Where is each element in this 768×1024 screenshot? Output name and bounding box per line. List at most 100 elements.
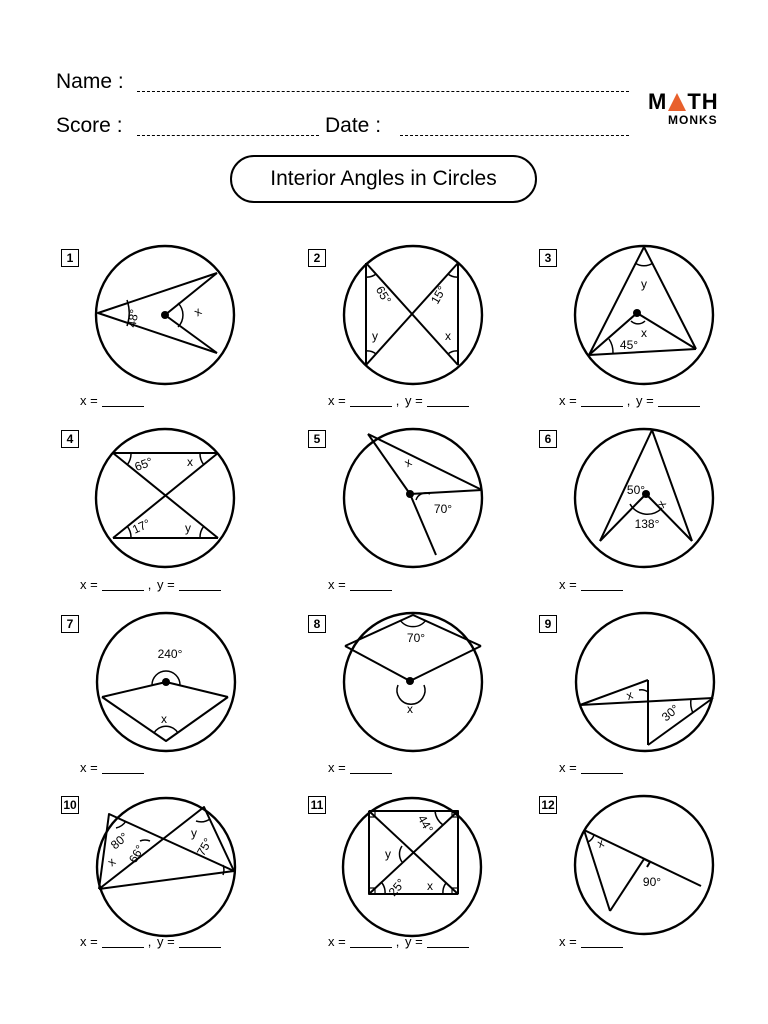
answer-x-blank[interactable] [101, 590, 144, 591]
answer-x-blank[interactable] [101, 947, 144, 948]
circle-figure-5: x 70° [342, 427, 484, 569]
circle-figure-3: y x 45° [573, 244, 715, 386]
name-field[interactable] [137, 91, 629, 92]
answer-y-label: y = [635, 393, 654, 408]
answer-x-label: x = [559, 393, 577, 408]
answer-x-label: x = [328, 577, 346, 592]
answer-row-9: x = [559, 760, 627, 775]
angle-label: x [595, 836, 605, 851]
angle-label: 90° [643, 875, 661, 889]
answer-x-label: x = [80, 934, 98, 949]
angle-label: 30° [659, 702, 682, 725]
answer-x-blank[interactable] [349, 590, 392, 591]
circle-figure-4: 65° x 17° y [94, 427, 236, 569]
answer-x-label: x = [80, 577, 98, 592]
problem-number-11: 11 [308, 796, 326, 814]
angle-label: x [402, 455, 414, 470]
answer-separator: , [626, 393, 631, 408]
answer-row-3: x =, y = [559, 393, 704, 408]
answer-row-11: x =, y = [328, 934, 473, 949]
angle-label: 25° [386, 876, 409, 899]
answer-y-label: y = [404, 934, 423, 949]
answer-row-8: x = [328, 760, 396, 775]
answer-y-blank[interactable] [178, 947, 221, 948]
angle-label: 240° [158, 647, 183, 661]
answer-y-blank[interactable] [657, 406, 700, 407]
answer-x-blank[interactable] [580, 773, 623, 774]
answer-x-blank[interactable] [580, 406, 623, 407]
problem-number-8: 8 [308, 615, 326, 633]
answer-x-label: x = [328, 760, 346, 775]
angle-label: y [191, 826, 197, 840]
logo-text-monks: MONKS [668, 113, 718, 127]
angle-label: 80° [108, 830, 131, 853]
angle-label: 44° [415, 813, 436, 836]
answer-x-blank[interactable] [580, 947, 623, 948]
angle-label: x [191, 304, 204, 319]
angle-label: x [187, 455, 193, 469]
circle-figure-9: x 30° [574, 611, 716, 753]
answer-y-label: y = [404, 393, 423, 408]
circle-figure-7: 240° x [95, 611, 237, 753]
angle-label: x [407, 702, 413, 716]
answer-x-label: x = [559, 577, 577, 592]
angle-label: x [641, 326, 647, 340]
answer-y-blank[interactable] [426, 406, 469, 407]
answer-x-blank[interactable] [101, 406, 144, 407]
date-label: Date : [325, 114, 382, 137]
date-field[interactable] [400, 135, 629, 136]
problem-number-6: 6 [539, 430, 557, 448]
angle-label: x [105, 855, 119, 870]
answer-y-blank[interactable] [426, 947, 469, 948]
angle-label: 50° [627, 483, 645, 497]
angle-label: 48° [125, 308, 142, 329]
angle-label: 65° [373, 284, 394, 307]
answer-x-label: x = [559, 934, 577, 949]
angle-label: 70° [407, 631, 425, 645]
answer-separator: , [395, 934, 400, 949]
angle-label: y [385, 847, 391, 861]
angle-label: y [185, 521, 191, 535]
problem-number-2: 2 [308, 249, 326, 267]
circle-figure-11: 44° y 25° x [341, 796, 483, 938]
angle-label: 70° [434, 502, 452, 516]
angle-label: y [641, 277, 647, 291]
circle-figure-1: 48° x [94, 244, 236, 386]
logo-text-m: M [648, 89, 668, 114]
angle-label: 45° [620, 338, 638, 352]
answer-row-6: x = [559, 577, 627, 592]
name-label: Name : [56, 70, 124, 93]
circle-figure-2: 65° 15° y x [342, 244, 484, 386]
angle-label: 66° [126, 842, 147, 865]
worksheet-title-box: Interior Angles in Circles [230, 155, 537, 203]
angle-label: 65° [133, 454, 155, 473]
angle-label: y [372, 329, 378, 343]
circle-figure-10: 80° 66° y 75° x [95, 796, 237, 938]
answer-x-blank[interactable] [580, 590, 623, 591]
circle-figure-6: 50° x 138° [573, 427, 715, 569]
answer-x-blank[interactable] [349, 773, 392, 774]
answer-x-blank[interactable] [349, 947, 392, 948]
worksheet-title: Interior Angles in Circles [270, 167, 497, 190]
answer-x-blank[interactable] [349, 406, 392, 407]
problem-number-5: 5 [308, 430, 326, 448]
angle-label: 138° [635, 517, 660, 531]
angle-label: x [445, 329, 451, 343]
problem-number-7: 7 [61, 615, 79, 633]
angle-label: x [654, 498, 669, 510]
answer-separator: , [395, 393, 400, 408]
answer-y-blank[interactable] [178, 590, 221, 591]
answer-row-1: x = [80, 393, 148, 408]
answer-row-2: x =, y = [328, 393, 473, 408]
answer-separator: , [147, 934, 152, 949]
answer-x-label: x = [80, 393, 98, 408]
angle-label: x [161, 712, 167, 726]
answer-x-label: x = [328, 393, 346, 408]
answer-row-12: x = [559, 934, 627, 949]
answer-x-blank[interactable] [101, 773, 144, 774]
answer-x-label: x = [559, 760, 577, 775]
circle-figure-8: 70° x [342, 611, 484, 753]
score-field[interactable] [137, 135, 319, 136]
answer-row-10: x =, y = [80, 934, 225, 949]
